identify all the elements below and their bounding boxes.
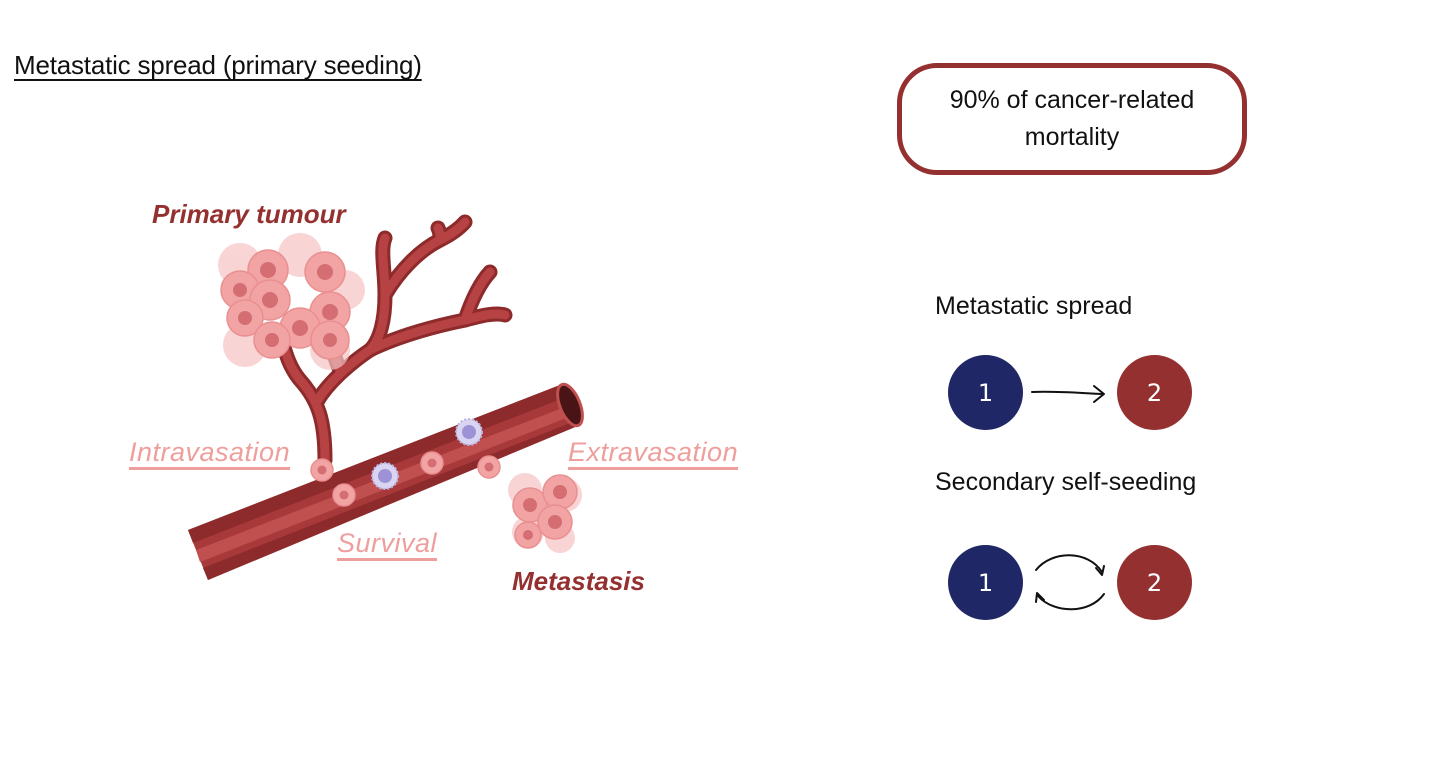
- metastatic-spread-heading: Metastatic spread: [935, 292, 1133, 320]
- survival-label: Survival: [337, 528, 438, 558]
- metastasis-label: Metastasis: [512, 566, 645, 596]
- self-seeding-site-1-node: 1: [948, 545, 1023, 620]
- bidirectional-arrow-icon: [1035, 554, 1105, 611]
- mortality-callout: 90% of cancer-related mortality: [897, 63, 1247, 175]
- self-seeding-site-1-label: 1: [977, 568, 994, 597]
- intravasation-label: Intravasation: [129, 437, 291, 467]
- primary-tumour-cluster: [218, 233, 365, 370]
- extravasation-label: Extravasation: [568, 437, 739, 467]
- primary-tumour-label: Primary tumour: [152, 199, 346, 229]
- metastasis-cluster: [508, 473, 582, 553]
- slide-title: Metastatic spread (primary seeding): [14, 50, 422, 80]
- self-seeding-site-2-node: 2: [1117, 545, 1192, 620]
- site-1-label: 1: [977, 378, 994, 407]
- one-way-arrow-icon: [1031, 385, 1105, 403]
- self-seeding-site-2-label: 2: [1146, 568, 1163, 597]
- self-seeding-heading: Secondary self-seeding: [935, 468, 1197, 496]
- circulating-tumour-cells: [310, 451, 501, 507]
- metastasis-illustration: Primary tumour Intravasation Survival Ex…: [129, 199, 739, 596]
- site-2-node: 2: [1117, 355, 1192, 430]
- illustration-graphic: [180, 214, 584, 590]
- site-1-node: 1: [948, 355, 1023, 430]
- site-2-label: 2: [1146, 378, 1163, 407]
- mortality-callout-text: 90% of cancer-related mortality: [949, 86, 1195, 151]
- immune-cells: [371, 418, 483, 490]
